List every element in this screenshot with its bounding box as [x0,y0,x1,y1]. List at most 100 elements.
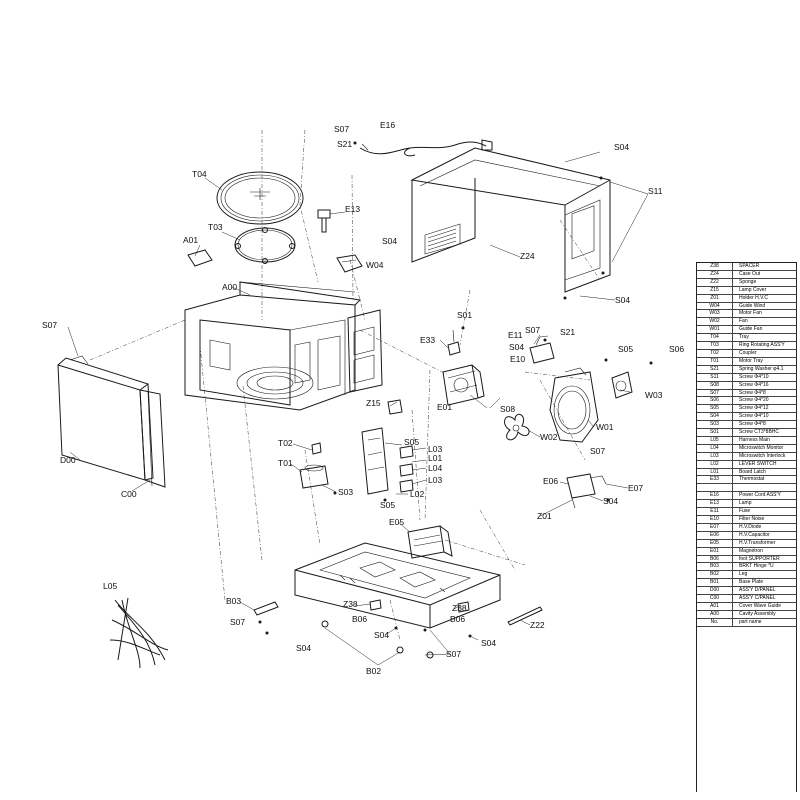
part-name: part name [732,618,797,627]
callout-S04: S04 [603,496,618,506]
part-name: Screw Φ4*8 [732,420,797,430]
part-code: W02 [697,317,733,327]
callout-C00: C00 [121,489,137,499]
part-name: Screw CT3*8BHC [732,428,797,437]
part-code: S04 [697,412,733,422]
part-name: Screw Φ4*8 [732,389,797,398]
part-code: No. [697,618,733,627]
harness-main [109,597,169,669]
thermostat [447,329,461,356]
callout-W03: W03 [645,390,663,400]
part-code: W03 [697,309,733,319]
part-name: H.V.Diode [732,523,797,532]
callout-B03: B03 [226,596,241,606]
part-name: Power Cord ASS'Y [732,491,797,501]
callout-A00: A00 [222,282,237,292]
part-name: Motor Fan [732,309,797,319]
part-name: Guide Fan [732,325,797,335]
part-name: Microswitch Interlock [732,452,797,461]
part-code: C00 [697,594,733,603]
part-name: foot SUPPORTER [732,555,797,564]
part-code: B06 [697,555,733,564]
part-name: Harness Main [732,436,797,445]
part-code: A00 [697,610,733,619]
part-name: Case Out [732,270,797,279]
callout-S07: S07 [334,124,349,134]
callout-T03: T03 [208,222,223,232]
part-code: E05 [697,539,733,548]
callout-D00: D00 [60,455,76,465]
part-name: Screw Φ4*20 [732,396,797,406]
callout-E07: E07 [628,483,643,493]
part-name: Leg [732,570,797,580]
part-code: S11 [697,373,733,382]
part-name: LEVER SWITCH [732,460,797,469]
part-code: B01 [697,578,733,588]
callout-E10: E10 [510,354,525,364]
callout-E11: E11 [508,330,523,340]
part-name: Screw Φ4*12 [732,404,797,414]
part-name: Thermostat [732,475,797,485]
callout-S07: S07 [525,325,540,335]
callout-L05: L05 [103,581,117,591]
part-code: E13 [697,499,733,509]
part-name: Magnetron [732,547,797,556]
callout-S07: S07 [590,446,605,456]
guide-wind [336,254,363,273]
callout-S04: S04 [615,295,630,305]
callout-S05: S05 [404,437,419,447]
part-name: Screw Φ4*16 [732,381,797,390]
control-panel [139,389,166,488]
foot-supporters [369,599,470,613]
callout-L03: L03 [428,444,442,454]
callout-Z24: Z24 [520,251,535,261]
part-name: Cover Wave Guide [732,602,797,611]
outer-case [410,147,611,300]
callout-L01: L01 [428,453,442,463]
part-code: T04 [697,333,733,343]
base-plate [294,542,501,629]
part-name: SPACER [732,263,797,271]
part-name: H.V.Transformer [732,539,797,548]
part-name: Screw Φ4*10 [732,412,797,422]
magnetron [442,364,485,406]
part-name: ASS'Y D/PANEL [732,586,797,596]
part-name: Guide Wind [732,302,797,311]
part-code: E10 [697,515,733,524]
part-code: D00 [697,586,733,596]
callout-S04: S04 [481,638,496,648]
callout-Z38: Z38 [343,599,358,609]
callout-S07: S07 [42,320,57,330]
part-code: Z15 [697,286,733,295]
part-name [732,483,797,493]
legs [321,620,434,659]
part-code: E07 [697,523,733,532]
callout-B06: B06 [352,614,367,624]
tray-motor [299,442,329,489]
callout-S05: S05 [618,344,633,354]
